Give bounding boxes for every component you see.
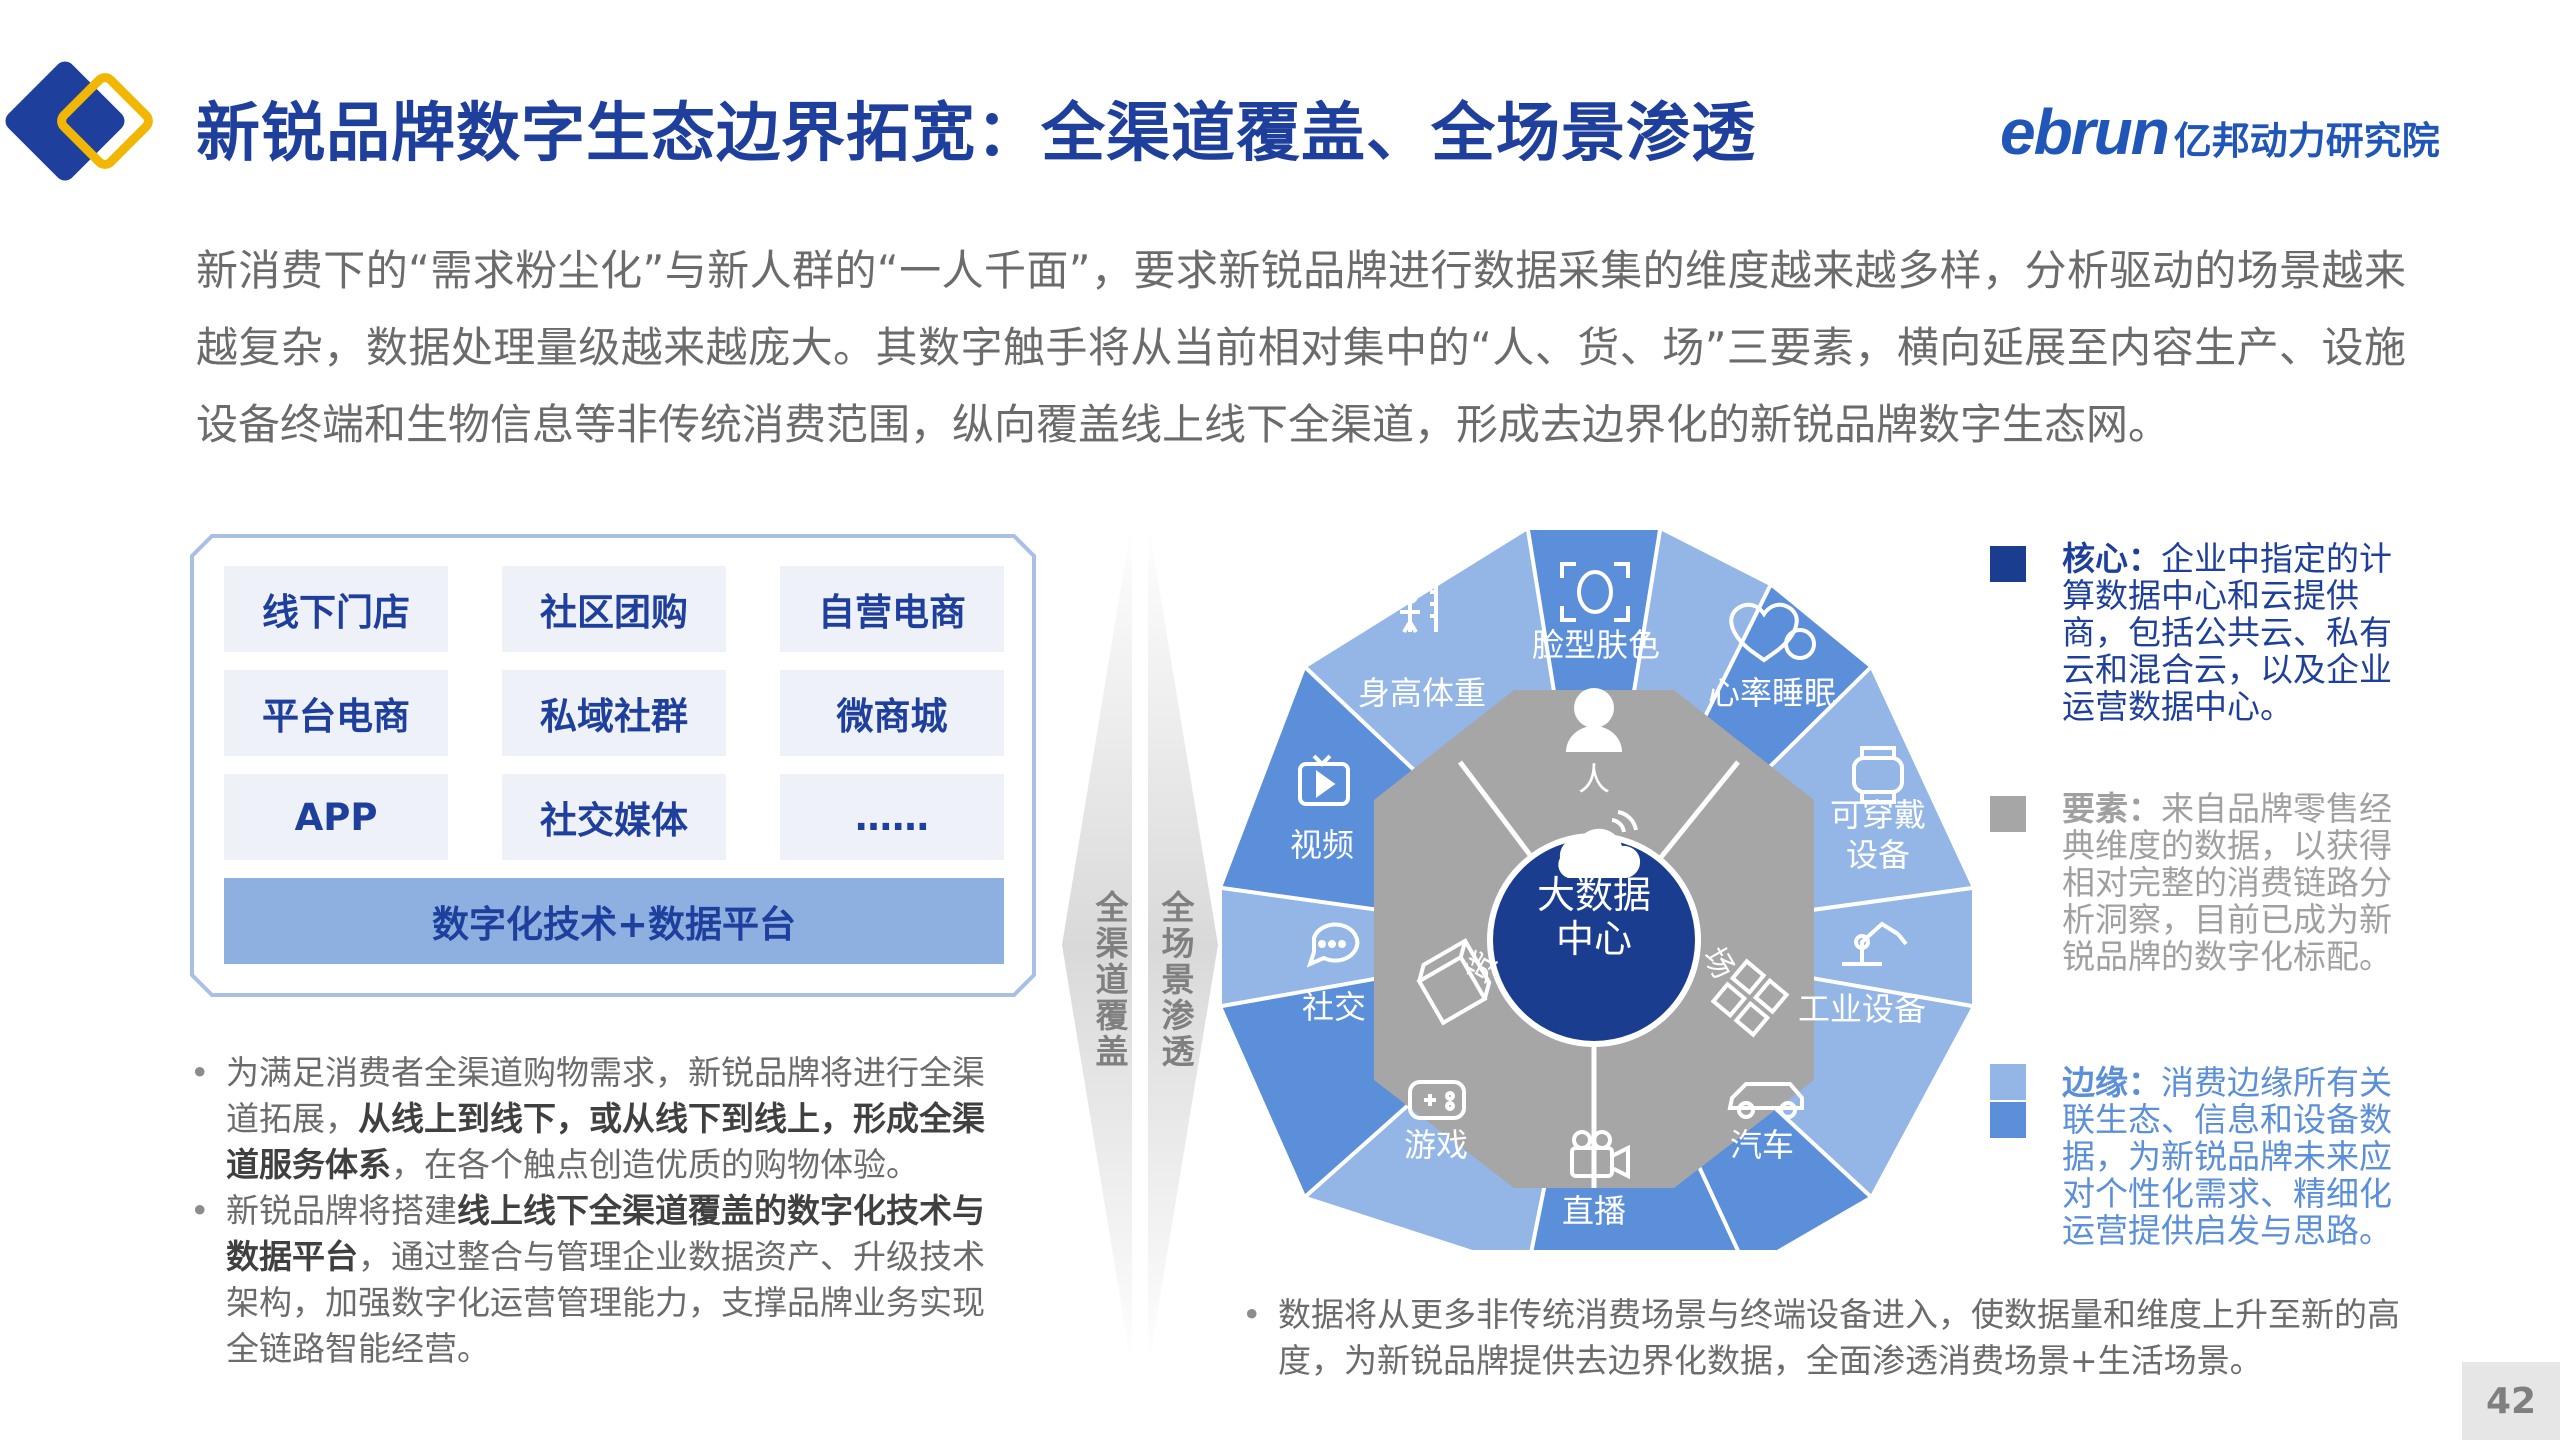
legend-edge-swatch-light xyxy=(1990,1064,2026,1100)
core-label-1: 大数据 xyxy=(1537,873,1651,917)
cloud-icon xyxy=(1558,810,1641,878)
arrow-right-label: 全场景渗透 xyxy=(1161,888,1195,1071)
channel-platform-ecommerce: 平台电商 xyxy=(224,670,448,756)
left-bullet-1: 为满足消费者全渠道购物需求，新锐品牌将进行全渠道拓展，从线上到线下，或从线下到线… xyxy=(190,1050,1010,1188)
channel-private-community: 私域社群 xyxy=(502,670,726,756)
edge-height: 身高体重 xyxy=(1358,674,1486,712)
legend-core-swatch xyxy=(1990,546,2026,582)
edge-heart: 心率睡眠 xyxy=(1708,674,1836,712)
car-icon xyxy=(1727,1082,1804,1119)
right-bullet: 数据将从更多非传统消费场景与终端设备进入，使数据量和维度上升至新的高度，为新锐品… xyxy=(1242,1292,2402,1384)
legend-edge: 边缘：消费边缘所有关联生态、信息和设备数据，为新锐品牌未来应对个性化需求、精细化… xyxy=(1990,1064,2400,1264)
arrow-left-label: 全渠道覆盖 xyxy=(1095,888,1129,1071)
legend-core: 核心：企业中指定的计算数据中心和云提供商，包括公共云、私有云和混合云，以及企业运… xyxy=(1990,540,2400,730)
wearable-device-icon xyxy=(1852,746,1904,804)
channel-scene-arrow: 全渠道覆盖 全场景渗透 xyxy=(1060,520,1220,1370)
edge-live: 直播 xyxy=(1562,1192,1626,1230)
legend-elements-swatch xyxy=(1990,796,2026,832)
face-scan-icon xyxy=(1560,562,1630,622)
page-title: 新锐品牌数字生态边界拓宽：全渠道覆盖、全场景渗透 xyxy=(196,97,1756,171)
chat-bubble-icon xyxy=(1306,922,1360,968)
logo-institute: 亿邦动力研究院 xyxy=(2173,119,2440,163)
edge-car: 汽车 xyxy=(1730,1126,1794,1164)
edge-social: 社交 xyxy=(1302,988,1366,1026)
legend-core-text: 核心：企业中指定的计算数据中心和云提供商，包括公共云、私有云和混合云，以及企业运… xyxy=(2062,539,2392,726)
legend-elements: 要素：来自品牌零售经典维度的数据，以获得相对完整的消费链路分析洞察，目前已成为新… xyxy=(1990,790,2400,980)
edge-video: 视频 xyxy=(1290,826,1354,864)
channel-more: …… xyxy=(780,774,1004,860)
channel-app: APP xyxy=(224,774,448,860)
height-scale-icon xyxy=(1400,584,1438,634)
grid-icon xyxy=(1710,958,1790,1038)
video-camera-icon xyxy=(1570,1130,1630,1180)
legend-elements-text: 要素：来自品牌零售经典维度的数据，以获得相对完整的消费链路分析洞察，目前已成为新… xyxy=(2062,789,2392,976)
page-number: 42 xyxy=(2462,1362,2560,1440)
channel-social-media: 社交媒体 xyxy=(502,774,726,860)
right-bullet-list: 数据将从更多非传统消费场景与终端设备进入，使数据量和维度上升至新的高度，为新锐品… xyxy=(1242,1292,2402,1384)
box-icon xyxy=(1416,938,1492,1026)
legend-edge-text: 边缘：消费边缘所有关联生态、信息和设备数据，为新锐品牌未来应对个性化需求、精细化… xyxy=(2062,1063,2392,1250)
channel-offline-store: 线下门店 xyxy=(224,566,448,652)
core-label-2: 中心 xyxy=(1556,917,1632,961)
tv-play-icon xyxy=(1298,754,1350,806)
ecosystem-diagram: 大数据 中心 人 货 场 脸型肤色 心率睡眠 可穿戴 设备 工业设备 汽车 直播… xyxy=(1221,529,1973,1250)
edge-wearable-2: 设备 xyxy=(1846,836,1910,874)
channel-own-ecommerce: 自营电商 xyxy=(780,566,1004,652)
platform-bar: 数字化技术+数据平台 xyxy=(224,878,1004,964)
left-bullet-2: 新锐品牌将搭建线上线下全渠道覆盖的数字化技术与数据平台，通过整合与管理企业数据资… xyxy=(190,1188,1010,1372)
legend-edge-swatch-dark xyxy=(1990,1102,2026,1138)
channel-panel: 线下门店 社区团购 自营电商 平台电商 私域社群 微商城 APP 社交媒体 ……… xyxy=(190,534,1036,997)
heart-rate-icon xyxy=(1729,602,1816,663)
left-bullet-list: 为满足消费者全渠道购物需求，新锐品牌将进行全渠道拓展，从线上到线下，或从线下到线… xyxy=(190,1050,1010,1372)
channel-community-buy: 社区团购 xyxy=(502,566,726,652)
intro-paragraph: 新消费下的“需求粉尘化”与新人群的“一人千面”，要求新锐品牌进行数据采集的维度越… xyxy=(196,246,2406,449)
logo-brand: ebrun xyxy=(2000,96,2170,168)
robot-arm-icon xyxy=(1842,921,1908,966)
person-icon xyxy=(1566,688,1622,752)
title-diamond-icon xyxy=(5,61,153,181)
channel-micro-mall: 微商城 xyxy=(780,670,1004,756)
edge-industry: 工业设备 xyxy=(1798,990,1926,1028)
edge-face: 脸型肤色 xyxy=(1532,626,1660,664)
element-person: 人 xyxy=(1578,760,1610,798)
gamepad-icon xyxy=(1408,1080,1466,1120)
edge-game: 游戏 xyxy=(1404,1126,1468,1164)
